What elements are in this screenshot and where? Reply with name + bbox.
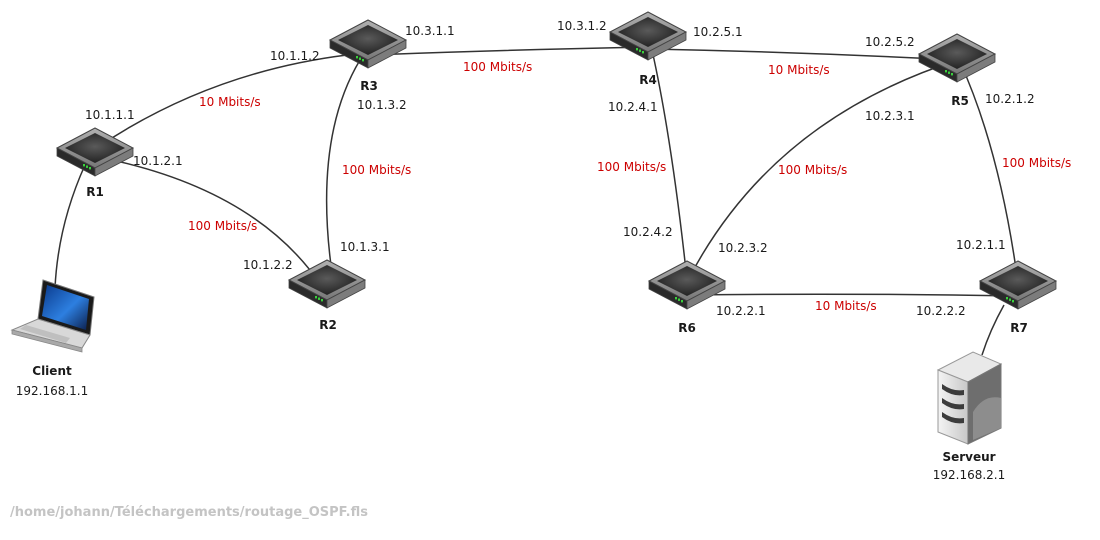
laptop-icon — [10, 279, 95, 353]
router-r2-label: R2 — [319, 318, 337, 332]
client-ip: 192.168.1.1 — [16, 384, 89, 398]
ip-r6-to-r4: 10.2.4.2 — [623, 225, 673, 239]
router-icon — [609, 11, 687, 61]
link-r4-r5[interactable] — [649, 48, 959, 61]
bw-r6-r7: 10 Mbits/s — [815, 299, 877, 313]
router-r4-label: R4 — [639, 73, 657, 87]
server-ip: 192.168.2.1 — [933, 468, 1006, 482]
link-r3-r4[interactable] — [369, 46, 651, 56]
router-r7-label: R7 — [1010, 321, 1028, 335]
ip-r7-to-r5: 10.2.1.1 — [956, 238, 1006, 252]
link-r3-r2[interactable] — [325, 59, 361, 281]
router-r4[interactable] — [609, 11, 687, 61]
bw-r5-r7: 100 Mbits/s — [1002, 156, 1071, 170]
bw-r1-r2: 100 Mbits/s — [188, 219, 257, 233]
ip-r7-to-r6: 10.2.2.2 — [916, 304, 966, 318]
ip-r4-to-r3: 10.3.1.2 — [557, 19, 607, 33]
link-client-r1[interactable] — [54, 164, 86, 289]
ip-r5-to-r6: 10.2.3.1 — [865, 109, 915, 123]
router-icon — [918, 33, 996, 83]
router-icon — [648, 260, 726, 310]
bw-r4-r5: 10 Mbits/s — [768, 63, 830, 77]
ip-r5-to-r4: 10.2.5.2 — [865, 35, 915, 49]
ip-r3-to-r4: 10.3.1.1 — [405, 24, 455, 38]
router-r5-label: R5 — [951, 94, 969, 108]
ip-r4-to-r6: 10.2.4.1 — [608, 100, 658, 114]
link-r5-r6[interactable] — [686, 59, 959, 283]
router-r3[interactable] — [329, 19, 407, 69]
router-r6[interactable] — [648, 260, 726, 310]
router-r6-label: R6 — [678, 321, 696, 335]
file-path-footer: /home/johann/Téléchargements/routage_OSP… — [10, 505, 368, 520]
bw-r4-r6: 100 Mbits/s — [597, 160, 666, 174]
links-layer — [54, 46, 1019, 356]
bw-r1-r3: 10 Mbits/s — [199, 95, 261, 109]
link-r4-r6[interactable] — [651, 49, 688, 281]
router-r7[interactable] — [979, 260, 1057, 310]
router-icon — [329, 19, 407, 69]
router-icon — [979, 260, 1057, 310]
bw-r3-r4: 100 Mbits/s — [463, 60, 532, 74]
ip-r6-to-r5: 10.2.3.2 — [718, 241, 768, 255]
ip-r2-to-r1: 10.1.2.2 — [243, 258, 293, 272]
router-r5[interactable] — [918, 33, 996, 83]
link-r6-r7[interactable] — [686, 293, 1019, 297]
server-label: Serveur — [942, 450, 995, 464]
link-r5-r7[interactable] — [959, 61, 1019, 284]
router-r1-label: R1 — [86, 185, 104, 199]
router-icon — [56, 127, 134, 177]
ip-r2-to-r3: 10.1.3.1 — [340, 240, 390, 254]
ip-r6-to-r7: 10.2.2.1 — [716, 304, 766, 318]
server-icon — [936, 351, 1003, 445]
router-r3-label: R3 — [360, 79, 378, 93]
bw-r3-r2: 100 Mbits/s — [342, 163, 411, 177]
ip-r3-to-r1: 10.1.1.2 — [270, 49, 320, 63]
router-icon — [288, 259, 366, 309]
client-label: Client — [32, 364, 72, 378]
link-r1-r3[interactable] — [97, 54, 348, 148]
router-r1[interactable] — [56, 127, 134, 177]
ip-r1-to-r2: 10.1.2.1 — [133, 154, 183, 168]
server-machine[interactable] — [936, 351, 1003, 445]
ip-r1-to-r3: 10.1.1.1 — [85, 108, 135, 122]
bw-r5-r6: 100 Mbits/s — [778, 163, 847, 177]
client-laptop[interactable] — [10, 279, 95, 353]
link-r7-server[interactable] — [981, 304, 1005, 356]
link-r1-r2[interactable] — [97, 156, 322, 286]
ip-r4-to-r5: 10.2.5.1 — [693, 25, 743, 39]
ip-r5-to-r7: 10.2.1.2 — [985, 92, 1035, 106]
ip-r3-to-r2: 10.1.3.2 — [357, 98, 407, 112]
router-r2[interactable] — [288, 259, 366, 309]
